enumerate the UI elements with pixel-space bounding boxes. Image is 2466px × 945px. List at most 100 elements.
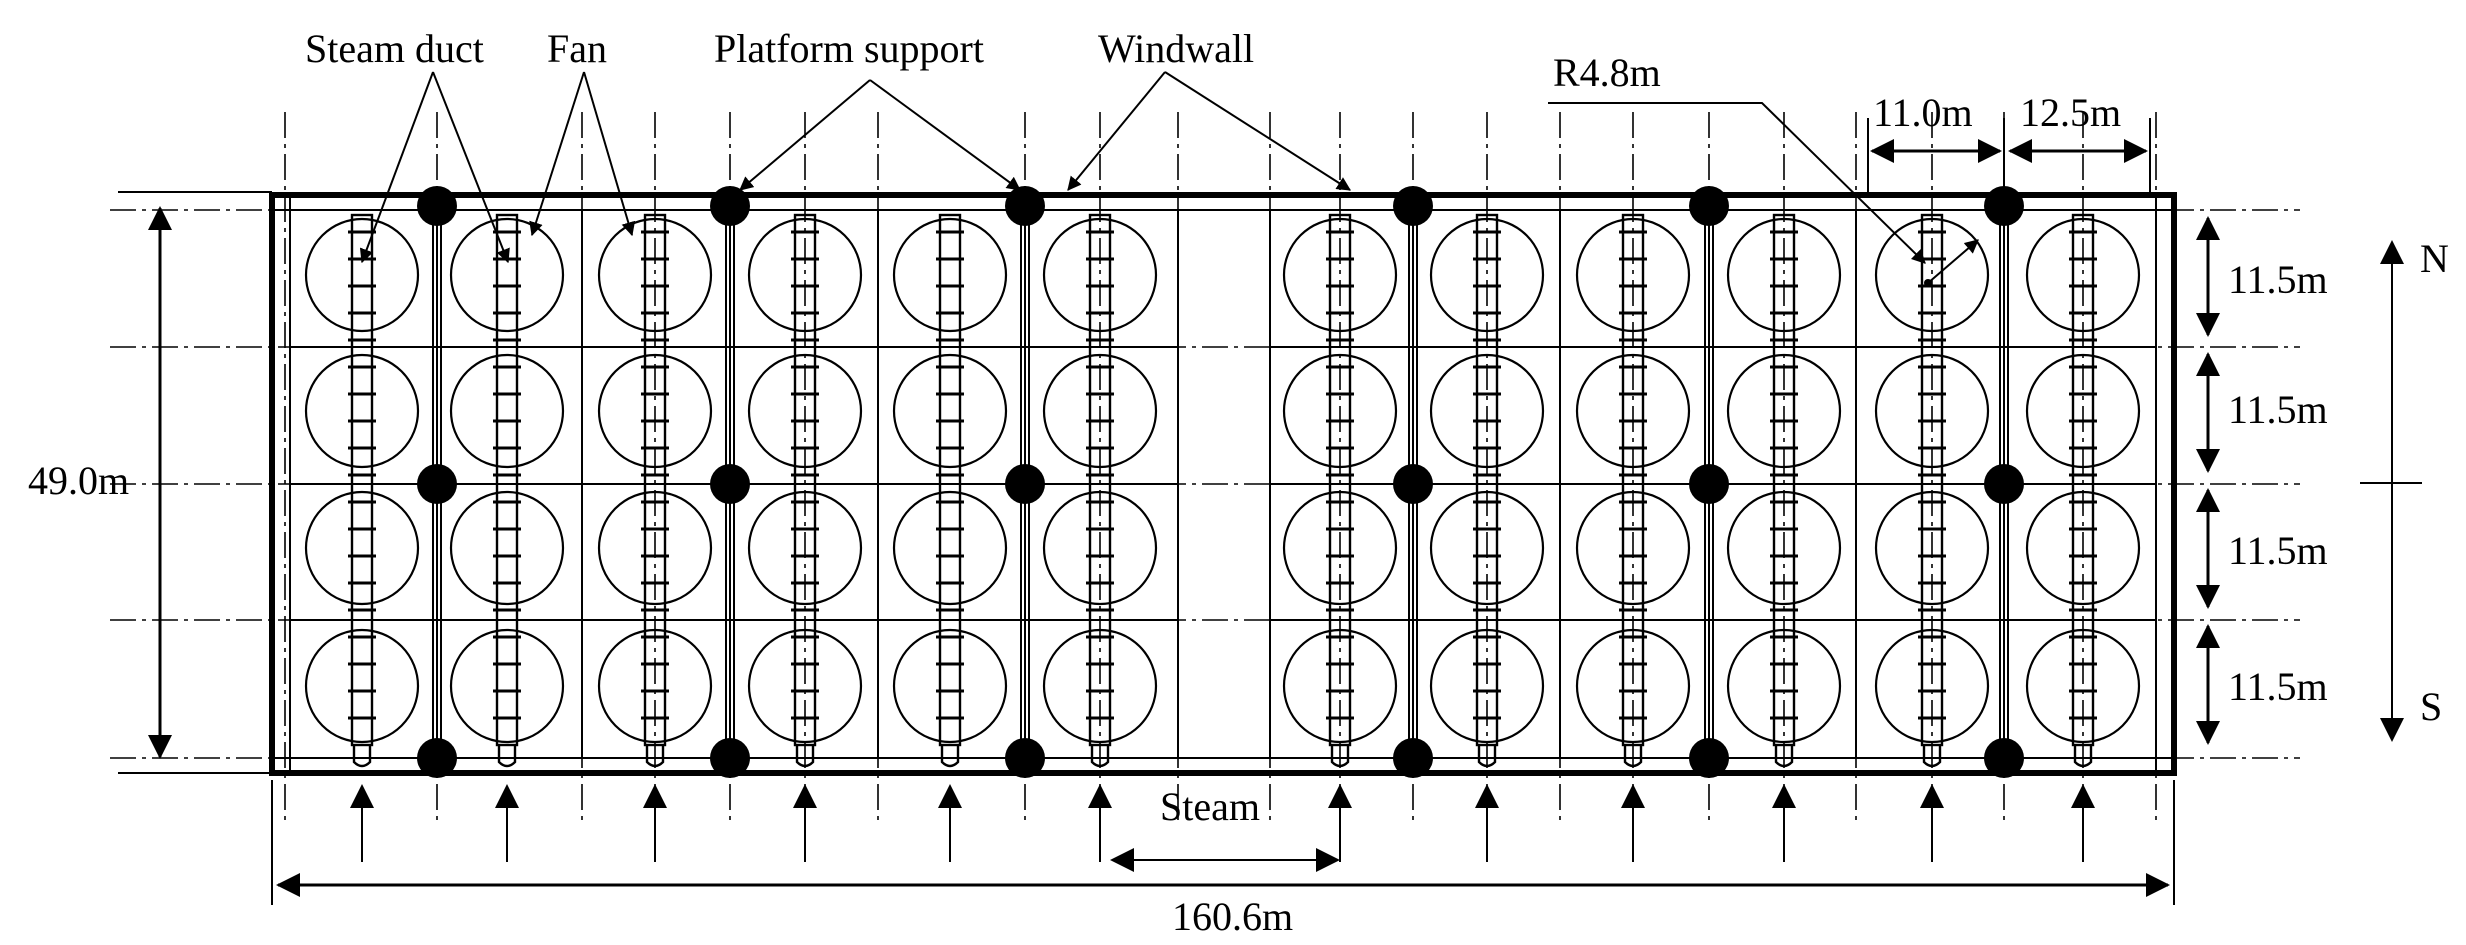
steam-duct-body — [1772, 213, 1796, 747]
label-unit-width-a: 11.0m — [1873, 90, 1973, 135]
fan-2-3 — [597, 628, 713, 744]
label-total-depth: 49.0m — [28, 458, 129, 503]
steam-duct-end — [1477, 745, 1497, 768]
steam-duct-body — [495, 213, 519, 747]
label-total-length: 160.6m — [1172, 894, 1293, 939]
fan-8-0 — [1575, 217, 1691, 333]
fan-8-3 — [1575, 628, 1691, 744]
steam-duct-body — [1475, 213, 1499, 747]
steam-duct-body — [1328, 213, 1352, 747]
label-steam-duct: Steam duct — [305, 26, 484, 71]
fan-6-0 — [1282, 217, 1398, 333]
steam-duct-11 — [2069, 213, 2097, 768]
fan-0-0 — [304, 217, 420, 333]
fan-4-3 — [892, 628, 1008, 744]
steam-duct-6 — [1326, 213, 1354, 768]
steam-duct-body — [1920, 213, 1944, 747]
steam-duct-end — [1774, 745, 1794, 768]
label-row-depth-3: 11.5m — [2228, 528, 2328, 573]
fan-1-0 — [449, 217, 565, 333]
unit-width-dimensions: 11.0m 12.5m — [1867, 90, 2151, 195]
steam-duct-5 — [1086, 213, 1114, 768]
steam-duct-1 — [493, 213, 521, 768]
fan-4-2 — [892, 490, 1008, 606]
fan-7-3 — [1429, 628, 1545, 744]
fan-6-2 — [1282, 490, 1398, 606]
platform-support-5-1 — [1984, 464, 2024, 504]
fan-9-1 — [1726, 353, 1842, 469]
fan-6-1 — [1282, 353, 1398, 469]
fan-2-1 — [597, 353, 713, 469]
fan-11-2 — [2025, 490, 2141, 606]
steam-duct-end — [795, 745, 815, 768]
steam-duct-end — [352, 745, 372, 768]
fan-1-1 — [449, 353, 565, 469]
fan-1-3 — [449, 628, 565, 744]
fan-5-2 — [1042, 490, 1158, 606]
fan-10-1 — [1874, 353, 1990, 469]
platform-support-3-1 — [1393, 464, 1433, 504]
fan-2-2 — [597, 490, 713, 606]
steam-duct-end — [1623, 745, 1643, 768]
steam-duct-7 — [1473, 213, 1501, 768]
total-depth-dimension: 49.0m — [28, 191, 272, 774]
platform-support-4-1 — [1689, 464, 1729, 504]
steam-duct-end — [2073, 745, 2093, 768]
steam-duct-end — [1922, 745, 1942, 768]
steam-duct-2 — [641, 213, 669, 768]
fan-10-0 — [1874, 217, 1990, 333]
fan-4-0 — [892, 217, 1008, 333]
fan-2-0 — [597, 217, 713, 333]
fan-11-0 — [2025, 217, 2141, 333]
fan-4-1 — [892, 353, 1008, 469]
fan-3-2 — [747, 490, 863, 606]
fan-10-2 — [1874, 490, 1990, 606]
steam-duct-end — [1330, 745, 1350, 768]
fan-11-3 — [2025, 628, 2141, 744]
fan-10-3 — [1874, 628, 1990, 744]
label-row-depth-1: 11.5m — [2228, 257, 2328, 302]
platform-support-0-1 — [417, 464, 457, 504]
total-length-dimension: 160.6m — [271, 780, 2175, 939]
platform-support-2-1 — [1005, 464, 1045, 504]
steam-duct-body — [643, 213, 667, 747]
steam-inlet-arrows — [350, 784, 2095, 862]
steam-duct-end — [1090, 745, 1110, 768]
windwall-outline — [269, 192, 2177, 776]
steam-duct-array — [348, 213, 2097, 768]
label-north: N — [2420, 236, 2449, 281]
steam-duct-body — [1088, 213, 1112, 747]
fan-0-2 — [304, 490, 420, 606]
steam-duct-4 — [936, 213, 964, 768]
label-platform-support: Platform support — [714, 26, 984, 71]
steam-dimension: Steam — [1110, 784, 1340, 872]
fan-7-2 — [1429, 490, 1545, 606]
steam-duct-9 — [1770, 213, 1798, 768]
compass: N S — [2360, 236, 2449, 742]
steam-duct-end — [645, 745, 665, 768]
label-row-depth-2: 11.5m — [2228, 387, 2328, 432]
steam-duct-body — [793, 213, 817, 747]
fan-11-1 — [2025, 353, 2141, 469]
fan-5-1 — [1042, 353, 1158, 469]
steam-duct-body — [2071, 213, 2095, 747]
label-steam: Steam — [1160, 784, 1260, 829]
fan-8-2 — [1575, 490, 1691, 606]
fan-3-0 — [747, 217, 863, 333]
fan-9-0 — [1726, 217, 1842, 333]
fan-5-0 — [1042, 217, 1158, 333]
label-windwall: Windwall — [1098, 26, 1254, 71]
fan-9-3 — [1726, 628, 1842, 744]
fan-3-3 — [747, 628, 863, 744]
fan-5-3 — [1042, 628, 1158, 744]
label-radius: R4.8m — [1553, 50, 1661, 95]
fan-3-1 — [747, 353, 863, 469]
row-depth-dimensions: 11.5m 11.5m 11.5m 11.5m — [2196, 216, 2328, 745]
steam-duct-end — [940, 745, 960, 768]
steam-duct-10 — [1918, 213, 1946, 768]
fan-1-2 — [449, 490, 565, 606]
fan-0-3 — [304, 628, 420, 744]
steam-duct-8 — [1619, 213, 1647, 768]
steam-duct-body — [1621, 213, 1645, 747]
